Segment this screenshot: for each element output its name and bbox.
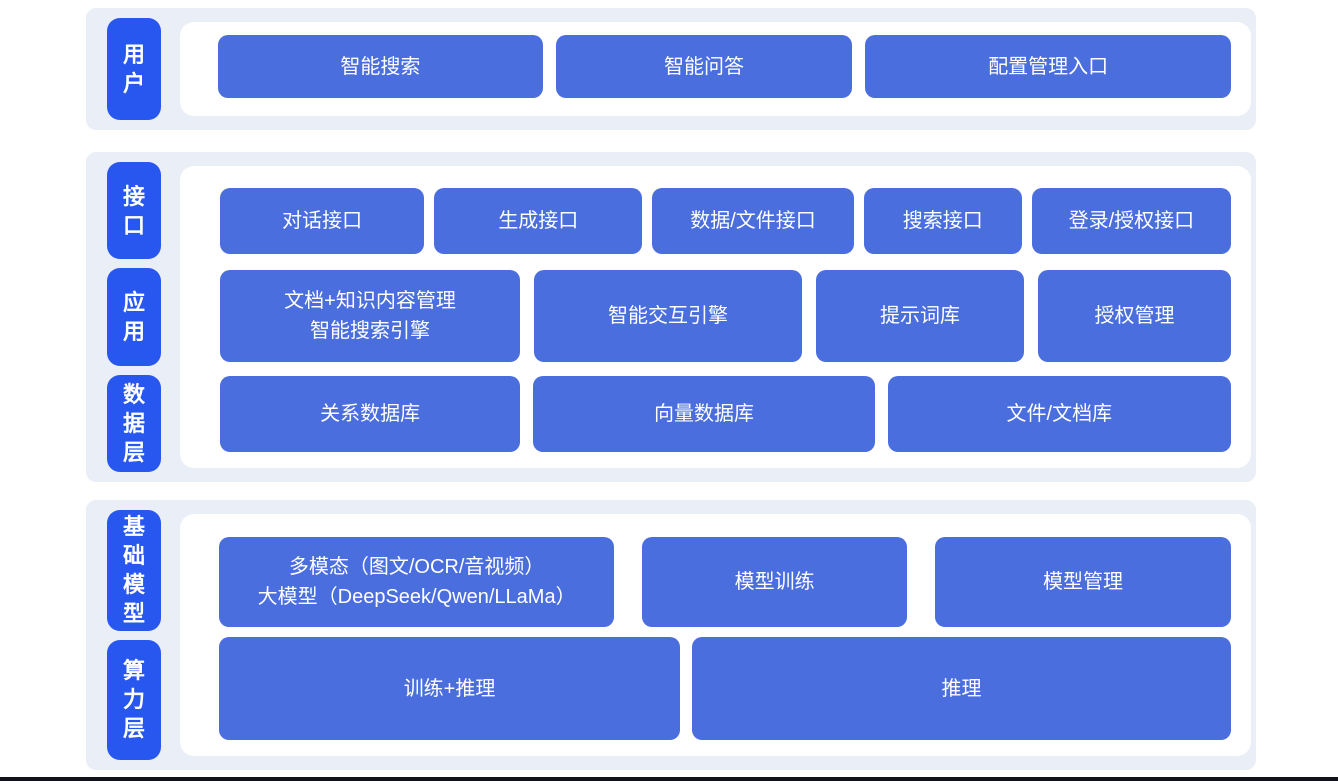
box-auth-management: 授权管理: [1038, 270, 1231, 362]
box-smart-search: 智能搜索: [218, 35, 543, 98]
interface-row: 对话接口 生成接口 数据/文件接口 搜索接口 登录/授权接口: [220, 188, 1231, 254]
interface-app-data-section: 接口 应用 数据层 对话接口 生成接口 数据/文件接口 搜索接口 登录/授权接口…: [86, 152, 1256, 482]
layer-label-compute-text: 算力层: [123, 658, 146, 742]
box-login-auth-api: 登录/授权接口: [1031, 188, 1231, 254]
middle-layer-panel: 对话接口 生成接口 数据/文件接口 搜索接口 登录/授权接口 文档+知识内容管理…: [180, 166, 1251, 468]
layer-label-compute: 算力层: [107, 639, 161, 760]
layer-label-user-text: 用户: [123, 41, 146, 96]
user-layer-panel: 智能搜索 智能问答 配置管理入口: [180, 22, 1251, 116]
bottom-divider-line: [0, 777, 1338, 781]
box-model-management: 模型管理: [935, 537, 1231, 627]
application-row: 文档+知识内容管理 智能搜索引擎 智能交互引擎 提示词库 授权管理: [220, 270, 1231, 362]
box-generation-api: 生成接口: [434, 188, 643, 254]
box-doc-knowledge-search-engine: 文档+知识内容管理 智能搜索引擎: [220, 270, 520, 362]
user-layer-section: 用户 智能搜索 智能问答 配置管理入口: [86, 8, 1256, 130]
layer-label-application-text: 应用: [123, 289, 146, 344]
model-compute-section: 基础模型 算力层 多模态（图文/OCR/音视频） 大模型（DeepSeek/Qw…: [86, 500, 1256, 770]
layer-label-data: 数据层: [107, 374, 161, 472]
base-model-row: 多模态（图文/OCR/音视频） 大模型（DeepSeek/Qwen/LLaMa）…: [219, 537, 1231, 627]
box-interactive-engine: 智能交互引擎: [534, 270, 802, 362]
box-config-management-entry: 配置管理入口: [865, 35, 1231, 98]
box-search-api: 搜索接口: [863, 188, 1022, 254]
layer-label-data-text: 数据层: [123, 381, 146, 465]
box-training-inference: 训练+推理: [219, 637, 681, 740]
bottom-layer-panel: 多模态（图文/OCR/音视频） 大模型（DeepSeek/Qwen/LLaMa）…: [180, 514, 1251, 756]
box-model-training: 模型训练: [642, 537, 908, 627]
box-smart-qa: 智能问答: [555, 35, 853, 98]
middle-layer-labels: 接口 应用 数据层: [107, 162, 161, 472]
layer-label-base-model-text: 基础模型: [123, 514, 146, 627]
user-layer-labels: 用户: [107, 18, 161, 120]
user-layer-row: 智能搜索 智能问答 配置管理入口: [218, 35, 1231, 98]
box-prompt-library: 提示词库: [816, 270, 1024, 362]
layer-label-user: 用户: [107, 18, 161, 120]
bottom-layer-labels: 基础模型 算力层: [107, 510, 161, 760]
box-inference: 推理: [692, 637, 1231, 740]
data-layer-row: 关系数据库 向量数据库 文件/文档库: [220, 376, 1231, 452]
box-relational-db: 关系数据库: [220, 376, 521, 452]
layer-label-interface-text: 接口: [123, 183, 146, 238]
compute-row: 训练+推理 推理: [219, 637, 1231, 740]
layer-label-interface: 接口: [107, 162, 161, 260]
layer-label-base-model: 基础模型: [107, 510, 161, 631]
box-dialog-api: 对话接口: [220, 188, 425, 254]
layer-label-application: 应用: [107, 268, 161, 366]
box-file-doc-store: 文件/文档库: [887, 376, 1231, 452]
box-multimodal-llm: 多模态（图文/OCR/音视频） 大模型（DeepSeek/Qwen/LLaMa）: [219, 537, 615, 627]
box-data-file-api: 数据/文件接口: [652, 188, 854, 254]
box-vector-db: 向量数据库: [533, 376, 875, 452]
